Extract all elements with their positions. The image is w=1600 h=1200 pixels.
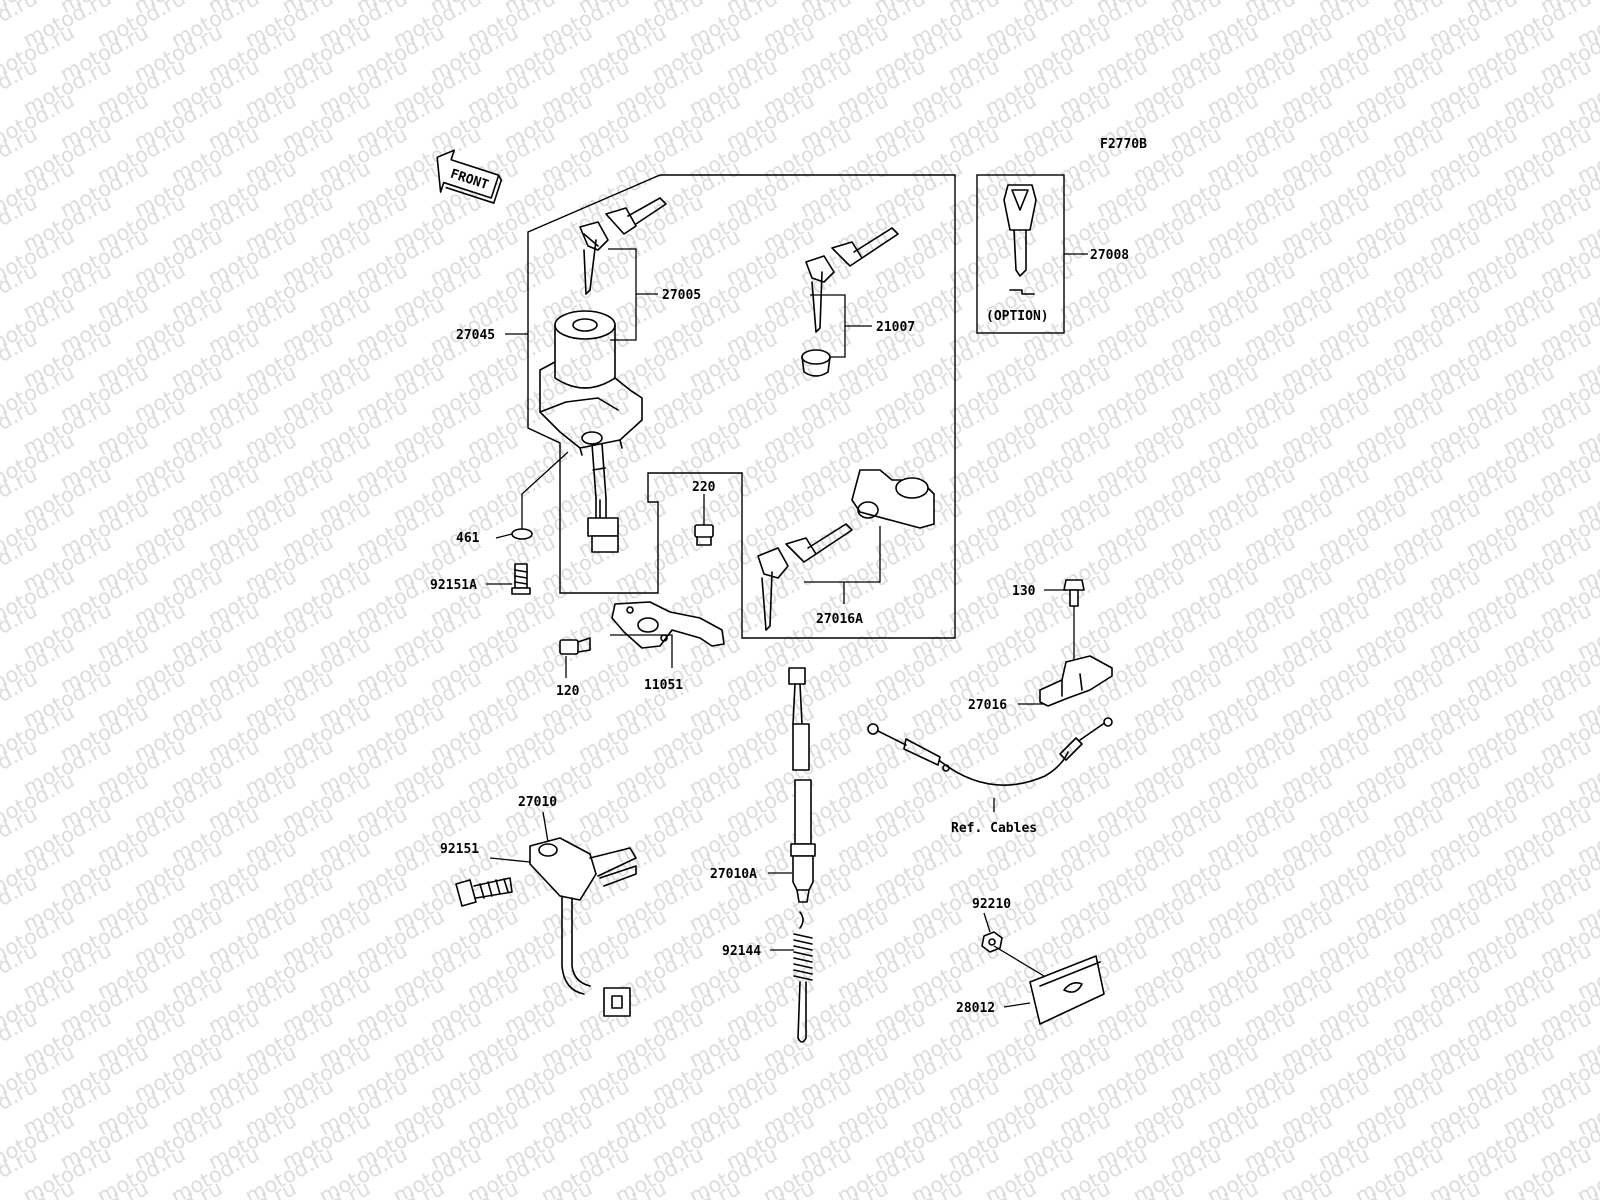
ignition-group-frame <box>527 174 956 639</box>
bolt-92151 <box>455 877 513 907</box>
bolt-220 <box>694 524 714 546</box>
ignition-switch <box>539 310 643 553</box>
label-92144: 92144 <box>722 944 761 959</box>
label-92151A: 92151A <box>430 578 477 593</box>
label-461: 461 <box>456 531 480 546</box>
label-27045: 27045 <box>456 328 495 343</box>
bracket-27016 <box>1039 655 1113 707</box>
label-130: 130 <box>1012 584 1036 599</box>
reference-cable <box>867 717 1113 786</box>
label-92151: 92151 <box>440 842 479 857</box>
callout-labels: 27005 27045 21007 27008 (OPTION) 220 461… <box>430 248 1129 1016</box>
label-27005: 27005 <box>662 288 701 303</box>
label-120: 120 <box>556 684 580 699</box>
leader-lines <box>486 248 1088 1008</box>
nut-92210 <box>981 931 1003 953</box>
label-option: (OPTION) <box>986 309 1049 324</box>
label-28012: 28012 <box>956 1001 995 1016</box>
screw-92151A <box>511 563 531 595</box>
washer-461 <box>511 528 533 540</box>
label-92210: 92210 <box>972 897 1011 912</box>
sensor-27010A <box>788 667 816 903</box>
ignition-keys <box>579 197 667 295</box>
diagram-code: F2770B <box>1100 137 1147 152</box>
label-ref-cables: Ref. Cables <box>951 821 1037 836</box>
label-220: 220 <box>692 480 716 495</box>
label-27016: 27016 <box>968 698 1007 713</box>
label-27016A: 27016A <box>816 612 863 627</box>
spring-92144 <box>793 911 813 1043</box>
label-11051: 11051 <box>644 678 683 693</box>
switch-27010 <box>529 837 637 1017</box>
bolt-120 <box>559 637 591 655</box>
emblem-28012 <box>1029 955 1105 1025</box>
keys-21007 <box>801 227 899 377</box>
bolt-130 <box>1063 579 1085 607</box>
label-27008: 27008 <box>1090 248 1129 263</box>
label-27010: 27010 <box>518 795 557 810</box>
label-21007: 21007 <box>876 320 915 335</box>
front-arrow: FRONT <box>436 149 503 204</box>
seat-lock-27016A <box>757 469 935 631</box>
label-27010A: 27010A <box>710 867 757 882</box>
option-key-27008 <box>1003 184 1037 295</box>
